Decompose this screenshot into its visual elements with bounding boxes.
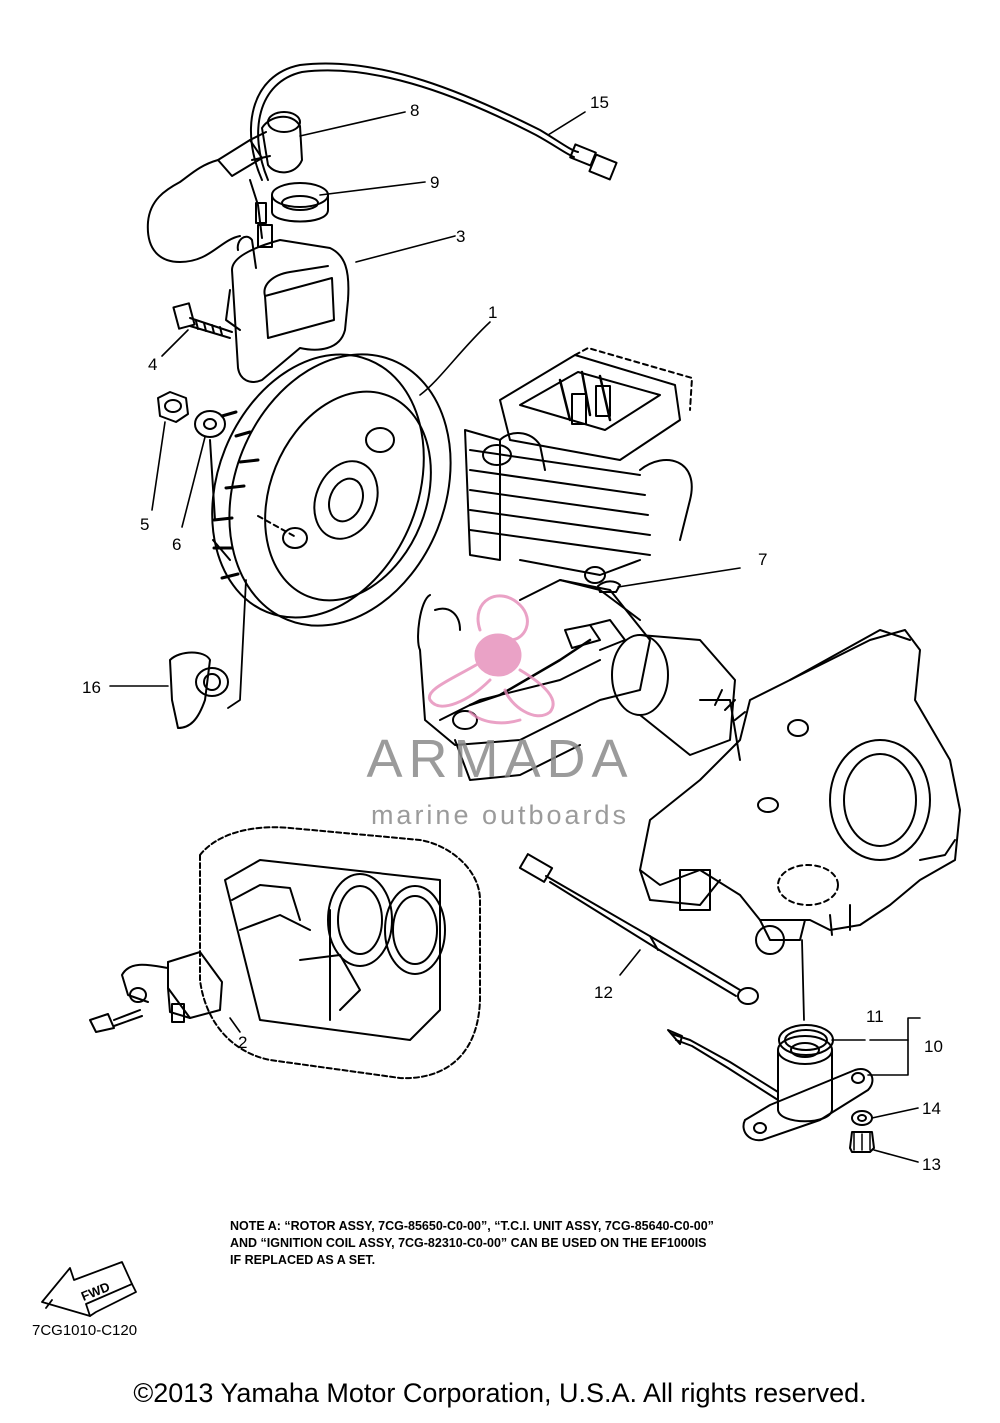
note-line-2: AND “IGNITION COIL ASSY, 7CG-82310-C0-00… bbox=[230, 1236, 707, 1250]
callout-9: 9 bbox=[430, 173, 439, 192]
crankcase-part bbox=[417, 566, 651, 781]
diagram-code: 7CG1010-C120 bbox=[32, 1322, 138, 1339]
watermark-subtitle: marine outboards bbox=[370, 800, 630, 830]
callout-2: 2 bbox=[238, 1033, 247, 1052]
callout-5: 5 bbox=[140, 515, 149, 534]
lead-wire-part bbox=[518, 853, 759, 1005]
spark-plug-cap-part bbox=[146, 111, 303, 263]
note-line-3: IF REPLACED AS A SET. bbox=[230, 1253, 376, 1267]
callout-16: 16 bbox=[82, 678, 101, 697]
callout-11: 11 bbox=[866, 1007, 884, 1026]
crankshaft-part bbox=[564, 619, 746, 761]
coil-lead-part bbox=[249, 179, 273, 248]
copyright-notice: ©2013 Yamaha Motor Corporation, U.S.A. A… bbox=[133, 1378, 867, 1408]
ignition-coil-part bbox=[225, 235, 350, 383]
note-a: NOTE A: “ROTOR ASSY, 7CG-85650-C0-00”, “… bbox=[230, 1218, 870, 1269]
callout-14: 14 bbox=[922, 1099, 941, 1118]
grommet-part bbox=[271, 182, 329, 223]
note-line-1: NOTE A: “ROTOR ASSY, 7CG-85650-C0-00”, “… bbox=[230, 1219, 714, 1233]
small-bolt-part bbox=[849, 1131, 875, 1153]
callout-8: 8 bbox=[410, 101, 419, 120]
bolt-part bbox=[172, 302, 233, 339]
callout-7: 7 bbox=[758, 550, 767, 569]
callout-6: 6 bbox=[172, 535, 181, 554]
leader-lines bbox=[109, 111, 921, 1163]
ignition-cable-part bbox=[250, 62, 618, 181]
watermark-brand: ARMADA bbox=[366, 729, 634, 789]
small-washer-part bbox=[851, 1110, 873, 1126]
tci-unit-part bbox=[89, 951, 223, 1033]
nut-part bbox=[157, 391, 189, 423]
sensor-assy-part bbox=[667, 1029, 874, 1142]
callout-12: 12 bbox=[594, 983, 613, 1002]
callout-4: 4 bbox=[148, 355, 157, 374]
washer-part bbox=[194, 410, 226, 438]
crank-key-part bbox=[597, 580, 621, 593]
callout-labels: 1 2 3 4 5 6 7 8 9 10 11 12 13 14 15 16 bbox=[82, 93, 943, 1174]
key-part bbox=[169, 579, 247, 729]
callout-15: 15 bbox=[590, 93, 609, 112]
armada-logo-icon bbox=[427, 594, 555, 725]
crankcase-cover-part bbox=[639, 629, 961, 1021]
cylinder-block-part bbox=[464, 347, 693, 576]
fwd-arrow-icon: FWD bbox=[41, 1261, 137, 1317]
callout-10: 10 bbox=[924, 1037, 943, 1056]
rotor-assy-part bbox=[209, 353, 452, 627]
callout-13: 13 bbox=[922, 1155, 941, 1174]
callout-1: 1 bbox=[488, 303, 497, 322]
engine-cover-part bbox=[199, 826, 481, 1080]
callout-3: 3 bbox=[456, 227, 465, 246]
